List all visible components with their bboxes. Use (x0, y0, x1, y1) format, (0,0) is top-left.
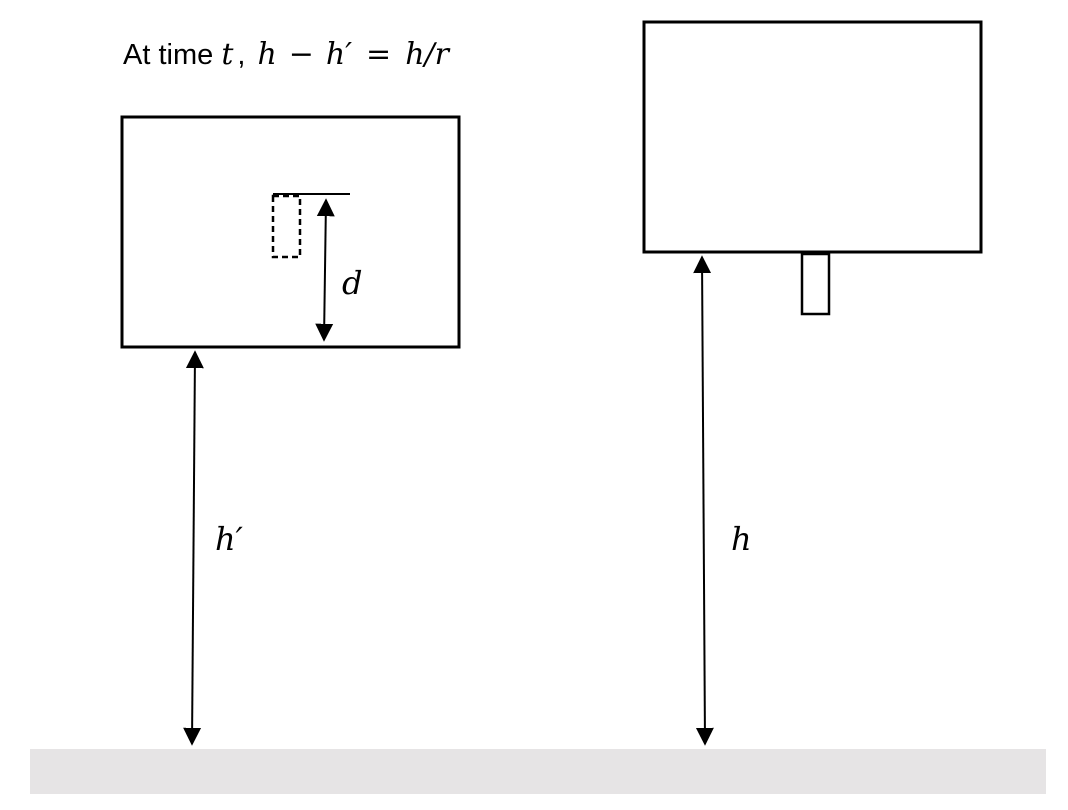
d-arrow (315, 198, 335, 342)
h-prime-arrow (183, 350, 204, 746)
dashed-inner-rect (271, 194, 302, 259)
caption-equals: = (366, 37, 391, 72)
caption-rhs: h/r (405, 37, 450, 72)
caption-minus: − (289, 37, 314, 72)
d-label: d (342, 264, 362, 302)
caption-var-t: t (221, 37, 234, 72)
h-arrow (693, 255, 714, 746)
right-box (642, 20, 983, 254)
protruding-rect (800, 252, 831, 316)
caption-lhs-h: h (257, 37, 276, 72)
h-label: h (731, 520, 752, 558)
caption-prefix: At time (123, 39, 221, 71)
h-prime-label: h′ (215, 520, 244, 558)
ground-bar (30, 749, 1046, 794)
left-box (120, 115, 461, 349)
caption: At time t , h − h′ = h/r (123, 37, 451, 72)
caption-comma: , (237, 39, 245, 71)
caption-lhs-hprime: h′ (326, 37, 352, 72)
